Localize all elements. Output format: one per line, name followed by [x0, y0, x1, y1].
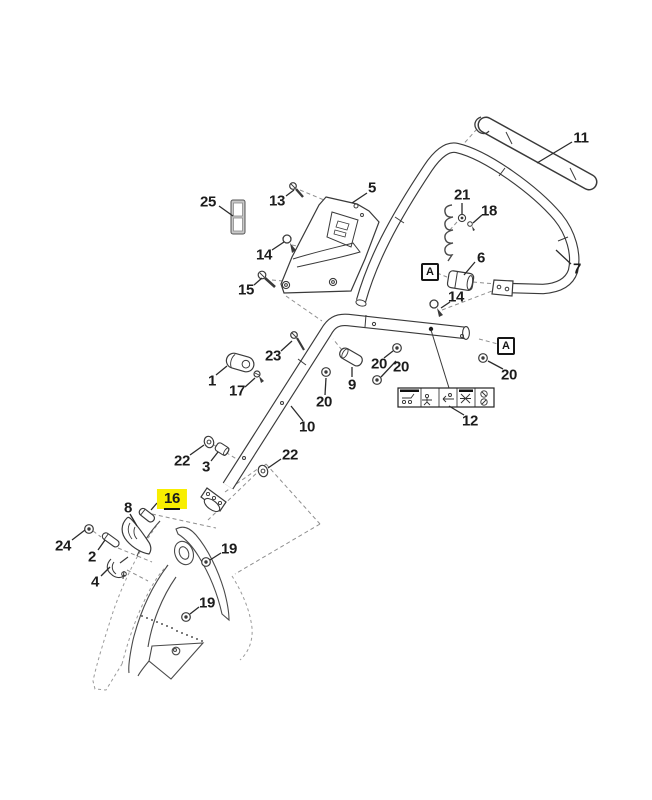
part-label-24[interactable]: 24	[54, 537, 72, 555]
part-label-14[interactable]: 14	[255, 246, 273, 264]
lower-handlebar-part-10	[200, 313, 470, 513]
part-label-4[interactable]: 4	[90, 573, 100, 591]
leader-lines	[71, 141, 573, 615]
part-label-25[interactable]: 25	[199, 193, 217, 211]
ref-marker-A: A	[497, 337, 515, 355]
handle-knob-part-1	[225, 352, 255, 373]
pin-part-16	[138, 507, 156, 523]
label-position-dot	[428, 326, 434, 332]
part-label-20[interactable]: 20	[315, 393, 333, 411]
part-label-20[interactable]: 20	[500, 366, 518, 384]
part-label-12[interactable]: 12	[461, 412, 479, 430]
console-part-5	[280, 196, 380, 294]
part-label-11[interactable]: 11	[573, 129, 589, 147]
part-label-22[interactable]: 22	[281, 446, 299, 464]
spacer-part-9	[339, 347, 363, 367]
bushing-part-3	[214, 442, 230, 456]
part-label-9[interactable]: 9	[347, 376, 357, 394]
screws-parts-13-14-15-18-23	[257, 182, 475, 351]
pivot-bracket	[128, 520, 230, 680]
lever-part-8	[121, 516, 152, 555]
part-label-7[interactable]: 7	[572, 260, 582, 278]
screw-part-17	[253, 370, 264, 383]
handle-grip-part-11	[474, 116, 598, 191]
part-label-8[interactable]: 8	[123, 499, 133, 517]
safety-label-part-12	[397, 329, 495, 408]
upper-handlebar-part-7	[355, 142, 580, 307]
label-header-bar	[459, 389, 473, 392]
part-label-2[interactable]: 2	[87, 548, 97, 566]
bracket-hatch-dots	[141, 615, 203, 642]
part-label-23[interactable]: 23	[264, 347, 282, 365]
part-label-13[interactable]: 13	[268, 192, 286, 210]
ref-marker-A: A	[421, 263, 439, 281]
part-label-22[interactable]: 22	[173, 452, 191, 470]
part-label-21[interactable]: 21	[453, 186, 471, 204]
part-label-1[interactable]: 1	[207, 372, 217, 390]
part-label-16[interactable]: 16	[156, 489, 188, 510]
part-label-20[interactable]: 20	[392, 358, 410, 376]
washer-part-22	[257, 464, 269, 478]
nuts-parts-19-20-21-24	[84, 213, 488, 622]
part-label-19[interactable]: 19	[220, 540, 238, 558]
bushing-part-6	[446, 270, 475, 291]
part-label-15[interactable]: 15	[237, 281, 255, 299]
part-label-18[interactable]: 18	[480, 202, 498, 220]
sticker-part-25	[230, 199, 246, 235]
label-header-bar	[400, 389, 419, 392]
part-label-3[interactable]: 3	[201, 458, 211, 476]
cable-spiral	[444, 204, 454, 262]
pin-part-2	[101, 532, 120, 548]
part-label-19[interactable]: 19	[198, 594, 216, 612]
part-label-6[interactable]: 6	[476, 249, 486, 267]
part-label-20[interactable]: 20	[370, 355, 388, 373]
part-label-5[interactable]: 5	[367, 179, 377, 197]
part-label-14[interactable]: 14	[447, 288, 465, 306]
safety-label-pictograms	[401, 390, 488, 406]
part-label-17[interactable]: 17	[228, 382, 246, 400]
clip-part-4	[106, 556, 129, 580]
part-label-10[interactable]: 10	[298, 418, 316, 436]
washer-part-22	[203, 435, 215, 449]
